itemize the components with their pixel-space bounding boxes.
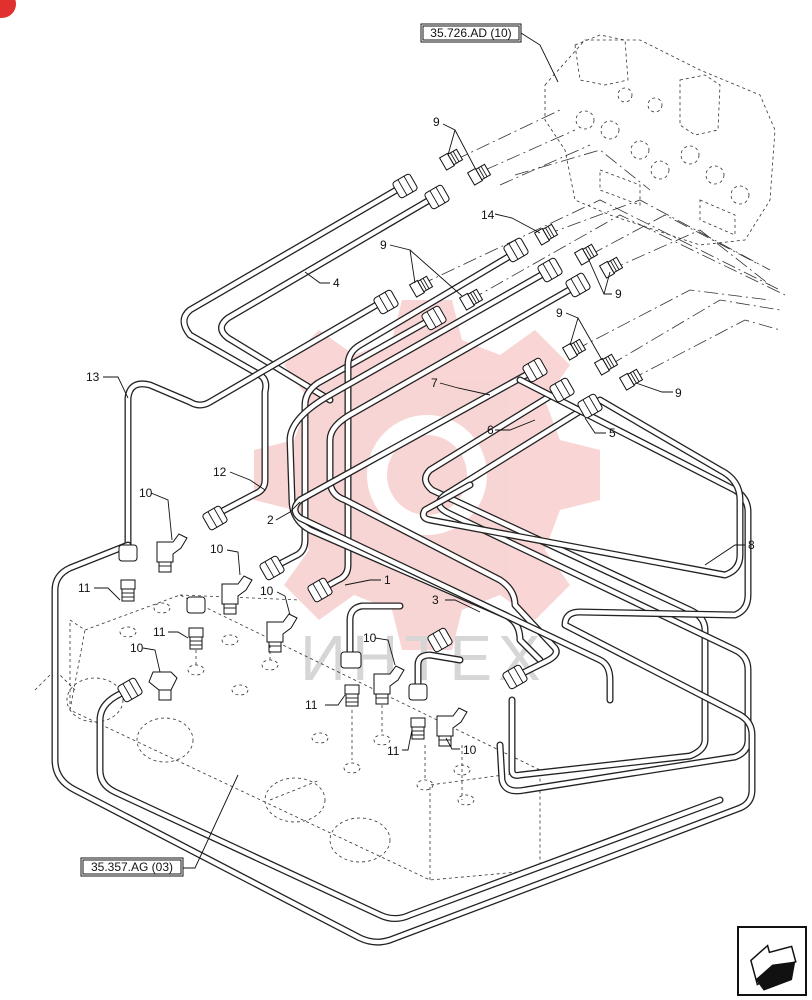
label-3: 3 (432, 593, 439, 607)
label-6: 6 (487, 423, 494, 437)
label-9b: 9 (380, 238, 387, 252)
label-7: 7 (431, 376, 438, 390)
pipe-group (51, 181, 756, 946)
callout-labels: 9 9 14 9 9 9 4 13 12 10 2 7 6 5 8 1 3 10… (78, 115, 755, 758)
label-10b: 10 (210, 542, 224, 556)
reference-top-box: 35.726.AD (10) (420, 23, 559, 83)
label-11d: 11 (387, 744, 400, 758)
label-10f: 10 (463, 743, 477, 757)
control-valve-block (544, 34, 776, 246)
reference-bottom-box: 35.357.AG (03) (80, 774, 239, 877)
label-9a: 9 (433, 115, 440, 129)
label-2: 2 (267, 513, 274, 527)
label-8: 8 (748, 538, 755, 552)
tube-nut-group (117, 173, 603, 703)
label-10d: 10 (363, 631, 377, 645)
label-11a: 11 (78, 581, 91, 595)
label-12: 12 (213, 465, 227, 479)
label-10a: 10 (139, 486, 153, 500)
leader-lines (94, 123, 745, 751)
adapter-group (120, 148, 644, 740)
label-9e: 9 (675, 386, 682, 400)
corner-badge-icon (0, 0, 16, 18)
elbow-fitting-group (148, 533, 468, 747)
label-11c: 11 (305, 698, 318, 712)
centerlines (419, 109, 786, 381)
label-4: 4 (333, 276, 340, 290)
label-9d: 9 (556, 306, 563, 320)
label-1: 1 (384, 573, 391, 587)
label-14: 14 (481, 208, 495, 222)
label-11b: 11 (153, 625, 166, 639)
port-circles (119, 602, 475, 806)
label-13: 13 (86, 370, 100, 384)
next-page-arrow-icon[interactable] (737, 926, 807, 996)
label-10e: 10 (130, 641, 144, 655)
label-5: 5 (609, 426, 616, 440)
reference-top-text: 35.726.AD (10) (430, 26, 511, 40)
label-10c: 10 (260, 584, 274, 598)
reference-bottom-text: 35.357.AG (03) (91, 860, 173, 874)
label-9c: 9 (615, 287, 622, 301)
